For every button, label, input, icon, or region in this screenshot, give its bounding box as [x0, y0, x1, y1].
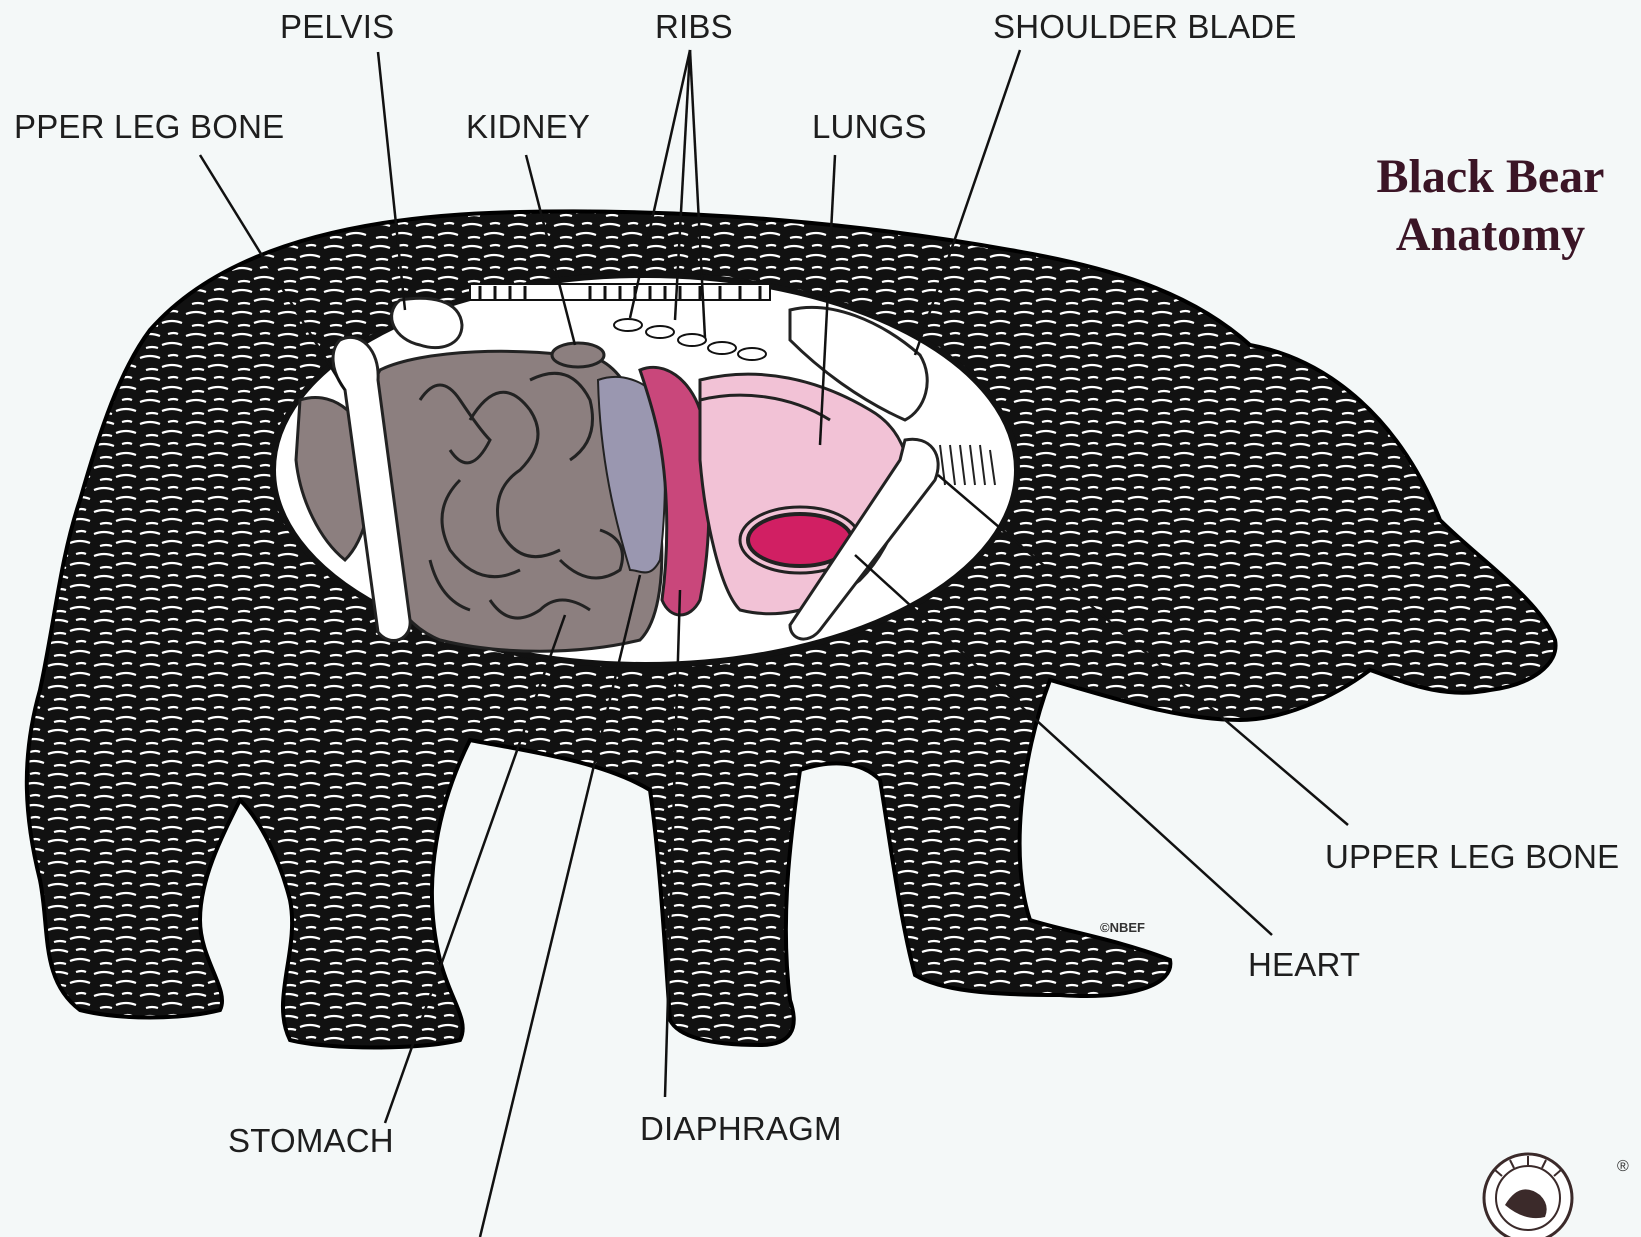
title-line-1: Black Bear [1340, 148, 1641, 206]
label-ribs: RIBS [655, 8, 733, 46]
registered-mark: ® [1617, 1158, 1629, 1176]
title-line-2: Anatomy [1340, 206, 1641, 264]
label-diaphragm: DIAPHRAGM [640, 1110, 842, 1148]
label-shoulder-blade: SHOULDER BLADE [993, 8, 1297, 46]
label-kidney: KIDNEY [466, 108, 590, 146]
label-upper-leg-bone-left: PPER LEG BONE [14, 108, 284, 146]
nbef-seal-logo [1484, 1154, 1572, 1237]
kidney [552, 343, 604, 367]
label-pelvis: PELVIS [280, 8, 394, 46]
label-stomach: STOMACH [228, 1122, 394, 1160]
label-upper-leg-bone-right: UPPER LEG BONE [1325, 838, 1619, 876]
body-cavity [273, 275, 1017, 665]
label-heart: HEART [1248, 946, 1360, 984]
copyright-mark: ©NBEF [1100, 920, 1145, 935]
label-lungs: LUNGS [812, 108, 927, 146]
diagram-title: Black Bear Anatomy [1340, 148, 1641, 264]
